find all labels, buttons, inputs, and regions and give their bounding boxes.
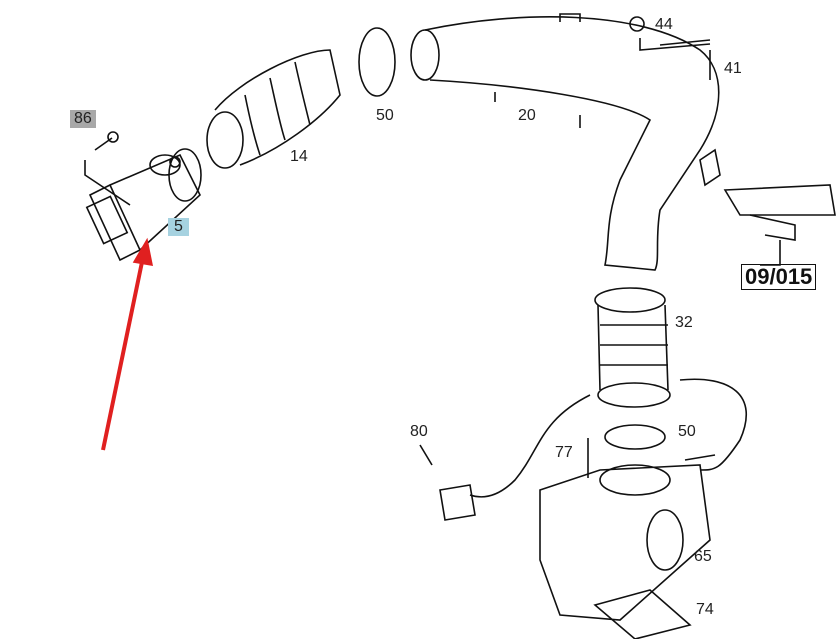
label-20: 20: [518, 107, 536, 124]
wire: [469, 378, 747, 498]
label-32: 32: [675, 314, 693, 331]
label-41: 41: [724, 60, 742, 77]
label-5: 5: [168, 218, 189, 236]
sensor-part-09-015: [723, 184, 836, 266]
clamp-part-50-lower: [604, 424, 666, 450]
label-14: 14: [290, 148, 308, 165]
intake-pipe-part-20: [410, 13, 721, 271]
bellows-part-14: [206, 49, 341, 169]
air-mass-meter-part: [85, 148, 202, 262]
clamp-part-50: [358, 27, 396, 97]
label-77: 77: [555, 444, 573, 461]
screw-86: [84, 131, 131, 206]
red-arrow-indicator: [101, 237, 154, 451]
label-44: 44: [655, 16, 673, 33]
gasket-part-74: [593, 589, 692, 639]
label-65: 65: [694, 548, 712, 565]
hose-part-32: [594, 287, 671, 408]
sensor-part-80: [419, 444, 433, 466]
throttle-housing-part-65: [539, 454, 716, 621]
label-50-top: 50: [376, 107, 394, 124]
label-50-lower: 50: [678, 423, 696, 440]
label-80: 80: [410, 423, 428, 440]
label-86: 86: [70, 110, 96, 128]
connector: [439, 484, 476, 521]
reference-09-015: 09/015: [741, 264, 817, 290]
label-74: 74: [696, 601, 714, 618]
